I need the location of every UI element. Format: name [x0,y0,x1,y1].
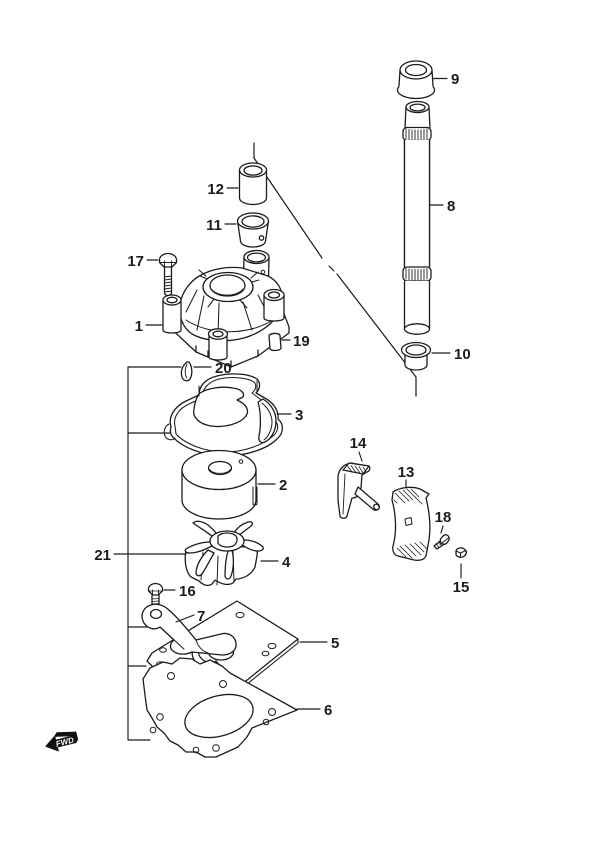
part-label-14: 14 [350,435,367,452]
part-1-pump-case [162,249,290,368]
part-label-3: 3 [295,407,303,424]
part-leader-18 [440,525,444,534]
part-label-18: 18 [435,509,452,526]
part-leader-14 [358,451,363,462]
part-19-pin [268,332,282,352]
part-2-liner [181,449,258,520]
part-14-strainer-holder [337,462,380,519]
part-7-dowel-plate [141,603,237,656]
part-label-12: 12 [207,181,224,198]
part-20-plug-seal [180,361,193,382]
part-label-16: 16 [179,583,196,600]
part-label-5: 5 [331,635,339,652]
part-6-gasket [142,657,298,758]
part-label-4: 4 [282,554,291,571]
part-leader-7 [175,614,195,623]
part-3-seal [163,373,284,457]
fwd-label: FWD [55,735,75,748]
part-13-strainer-plate [391,486,431,562]
part-8-tube [402,100,432,335]
part-label-1: 1 [135,318,143,335]
part-label-13: 13 [398,464,415,481]
part-label-21: 21 [94,547,111,564]
part-18-screw [433,534,450,550]
part-12-collar [238,162,268,206]
part-4-impeller [184,520,264,587]
part-9-cap [396,60,436,100]
part-label-10: 10 [454,346,471,363]
part-label-20: 20 [215,360,232,377]
part-11-bushing [236,212,270,248]
part-label-7: 7 [197,608,205,625]
part-15-nut [455,547,468,558]
part-label-15: 15 [453,579,470,596]
part-label-2: 2 [279,477,287,494]
part-label-11: 11 [206,217,222,234]
part-10-grommet [400,341,432,371]
fwd-marker: FWD [45,731,79,752]
part-label-9: 9 [451,71,459,88]
part-label-17: 17 [127,253,144,270]
part-label-6: 6 [324,702,332,719]
section-divider-line [253,142,417,397]
part-label-19: 19 [293,333,310,350]
part-17-bolt [158,252,178,297]
part-label-8: 8 [447,198,455,215]
callout-layer: 9 8 10 12 11 17 1 19 20 3 2 21 4 167 5 6 14 13 18 15 [94,71,470,719]
